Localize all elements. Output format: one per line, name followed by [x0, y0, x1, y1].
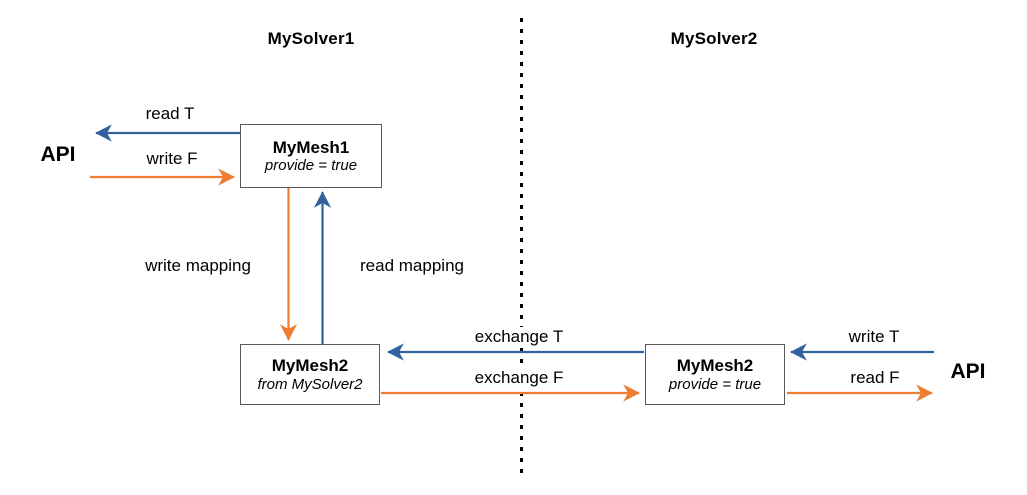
edge-label-write-mapping: write mapping [142, 256, 254, 276]
edge-label-exchange-f: exchange F [471, 368, 567, 388]
edge-label-read-t: read T [142, 104, 198, 124]
edge-label-read-mapping: read mapping [357, 256, 467, 276]
mesh-subtitle: from MySolver2 [257, 375, 363, 393]
mesh-box-mymesh2-left[interactable]: MyMesh2 from MySolver2 [240, 344, 380, 405]
edge-label-read-f: read F [847, 368, 903, 388]
api-label-right: API [950, 360, 986, 383]
mesh-subtitle: provide = true [668, 375, 762, 393]
solver-title-mysolver2: MySolver2 [670, 29, 758, 48]
mesh-box-mymesh1[interactable]: MyMesh1 provide = true [240, 124, 382, 188]
api-label-left: API [40, 143, 76, 166]
mesh-title: MyMesh2 [271, 356, 349, 376]
solver-title-mysolver1: MySolver1 [267, 29, 355, 48]
mesh-subtitle: provide = true [264, 157, 358, 175]
edge-label-write-f: write F [143, 149, 201, 169]
mesh-box-mymesh2-right[interactable]: MyMesh2 provide = true [645, 344, 785, 405]
edge-label-write-t: write T [845, 327, 903, 347]
edge-label-exchange-t: exchange T [471, 327, 567, 347]
mesh-title: MyMesh1 [272, 137, 350, 157]
mesh-title: MyMesh2 [676, 356, 754, 376]
